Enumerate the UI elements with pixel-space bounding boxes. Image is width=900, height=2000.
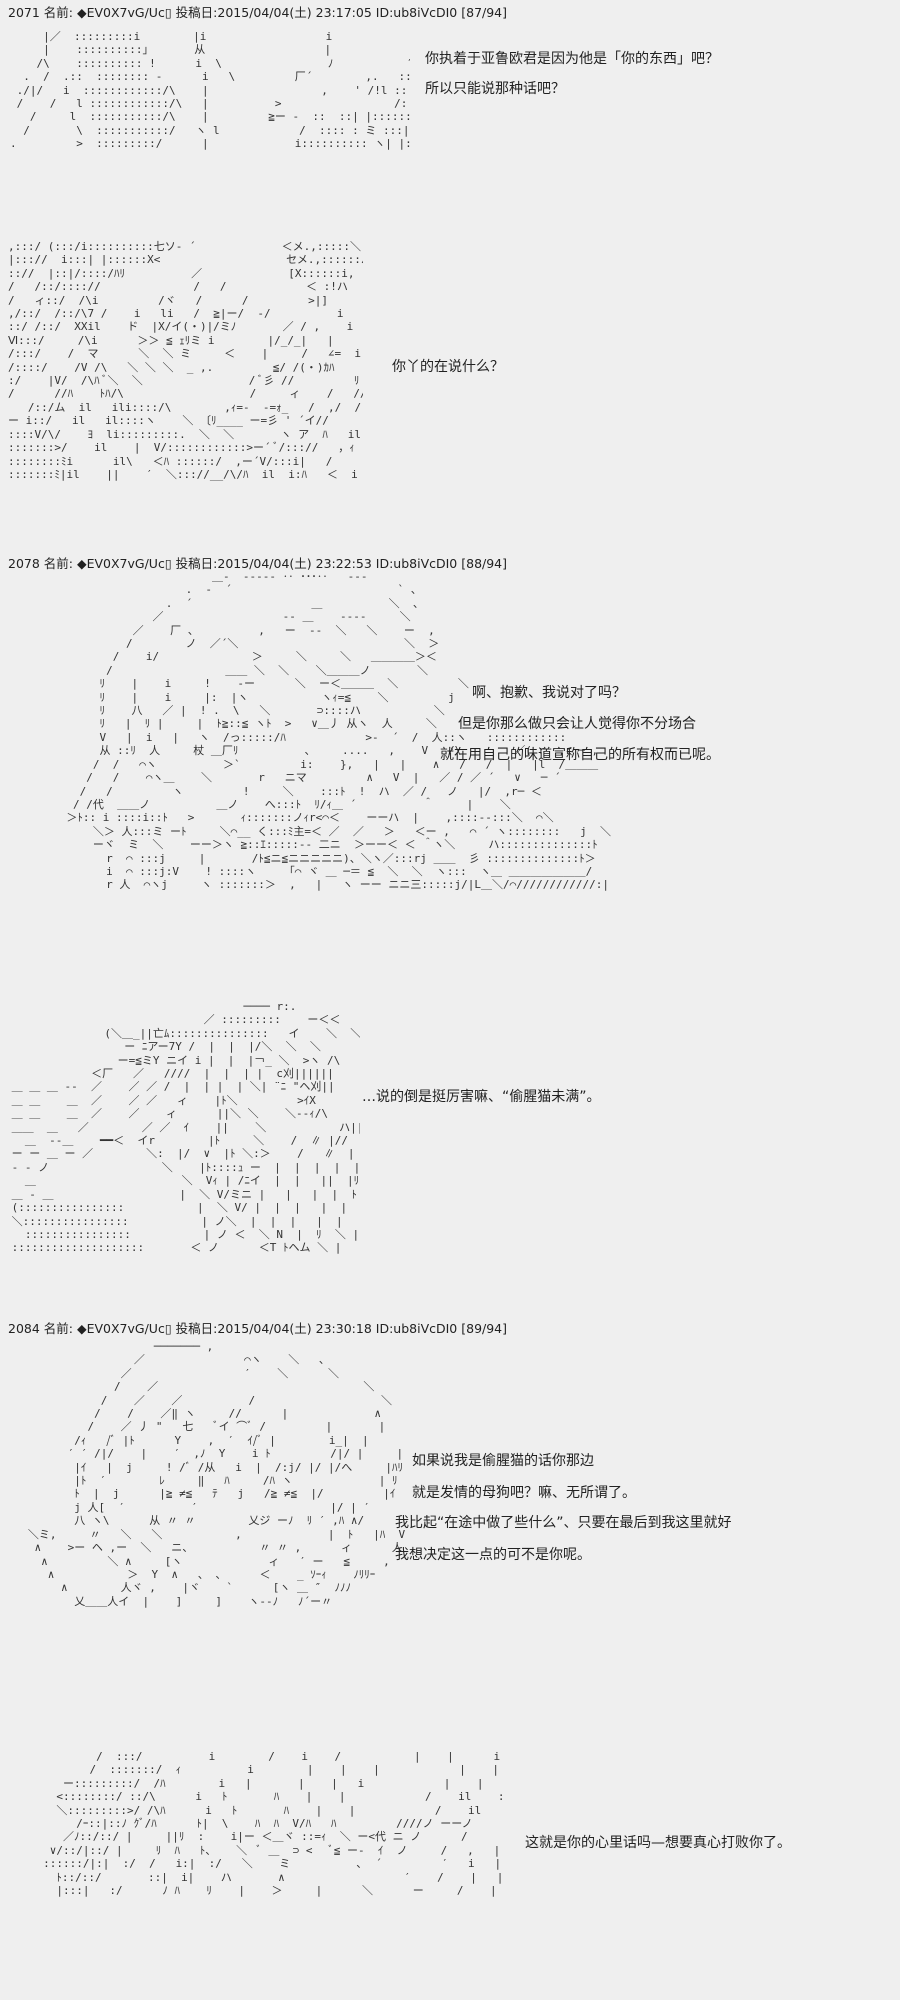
ascii-art: ──── r:. ／ ::::::::: ー＜＜ (＼＿_||亡ﾑ:::::::…: [11, 1000, 360, 1255]
scene-4: ──── r:. ／ ::::::::: ー＜＜ (＼＿_||亡ﾑ:::::::…: [0, 1000, 900, 1300]
dialogue-block: 你执着于亚鲁欧君是因为他是「你的东西」吧？ 所以只能说那种话吧？: [425, 52, 719, 96]
scene-3: ＿- ‐‐‐‐‐ ‥ ･･･‥ ‐‐‐ . - ´ ` 、 . ´ ＿ ＼ 、 …: [0, 570, 900, 970]
post-header: 2071 名前: ◆EV0X7vG/Uc▯ 投稿日:2015/04/04(土) …: [8, 5, 508, 20]
dialogue-line: 就是发情的母狗吧？嘛、无所谓了。: [412, 1485, 636, 1501]
scene-1: |／ :::::::::i |i i |:| | /| | ::::::::::…: [0, 20, 900, 190]
dialogue-block: 你丫的在说什么？: [392, 360, 504, 374]
post-header: 2078 名前: ◆EV0X7vG/Uc▯ 投稿日:2015/04/04(土) …: [8, 556, 508, 571]
scene-2: ,:::/ (:::/i::::::::::七ソ- ´ ＜メ.,:::::＼ |…: [0, 240, 900, 540]
dialogue-line: 但是你那么做只会让人觉得你不分场合: [458, 716, 696, 732]
dialogue-block: 这就是你的心里话吗—想要真心打败你了。: [525, 1836, 791, 1850]
ascii-art: ─────── , ／ ⌒ヽ ＼ ､ ／ ′ ＼ ＼ / ／ ＼ / ／ ／ /: [27, 1340, 406, 1608]
ascii-art: / :::/ i / i / | | i |ﾊ＼ / :::::::/ ｨ i …: [43, 1750, 505, 1898]
dialogue-line: 啊、抱歉、我说对了吗？: [472, 685, 626, 701]
dialogue-line: 我比起“在途中做了些什么”、只要在最后到我这里就好: [395, 1515, 732, 1531]
dialogue-line: 如果说我是偷腥猫的话你那边: [412, 1453, 594, 1469]
dialogue-line: 所以只能说那种话吧？: [425, 81, 565, 97]
dialogue-line: 你丫的在说什么？: [392, 359, 504, 375]
dialogue-line: 这就是你的心里话吗—想要真心打败你了。: [525, 1835, 791, 1851]
dialogue-line: 就在用自己的味道宣称自己的所有权而已呢。: [440, 747, 720, 763]
scene-5: ─────── , ／ ⌒ヽ ＼ ､ ／ ′ ＼ ＼ / ／ ＼ / ／ ／ /: [0, 1340, 900, 1670]
dialogue-line: 你执着于亚鲁欧君是因为他是「你的东西」吧？: [425, 51, 719, 67]
ascii-art: ＿- ‐‐‐‐‐ ‥ ･･･‥ ‐‐‐ . - ´ ` 、 . ´ ＿ ＼ 、 …: [66, 570, 611, 892]
dialogue-block: 如果说我是偷腥猫的话你那边 就是发情的母狗吧？嘛、无所谓了。 我比起“在途中做了…: [395, 1454, 732, 1562]
ascii-art: ,:::/ (:::/i::::::::::七ソ- ´ ＜メ.,:::::＼ |…: [8, 240, 363, 481]
dialogue-line: 我想决定这一点的可不是你呢。: [395, 1547, 591, 1563]
post-header: 2084 名前: ◆EV0X7vG/Uc▯ 投稿日:2015/04/04(土) …: [8, 1321, 508, 1336]
dialogue-block: 啊、抱歉、我说对了吗？ 但是你那么做只会让人觉得你不分场合 就在用自己的味道宣称…: [440, 686, 720, 762]
dialogue-line: …说的倒是挺厉害嘛、“偷腥猫未满”。: [362, 1089, 601, 1105]
ascii-art: |／ :::::::::i |i i |:| | /| | ::::::::::…: [10, 30, 410, 151]
scene-6: / :::/ i / i / | | i |ﾊ＼ / :::::::/ ｨ i …: [0, 1750, 900, 2000]
dialogue-block: …说的倒是挺厉害嘛、“偷腥猫未满”。: [362, 1090, 601, 1104]
